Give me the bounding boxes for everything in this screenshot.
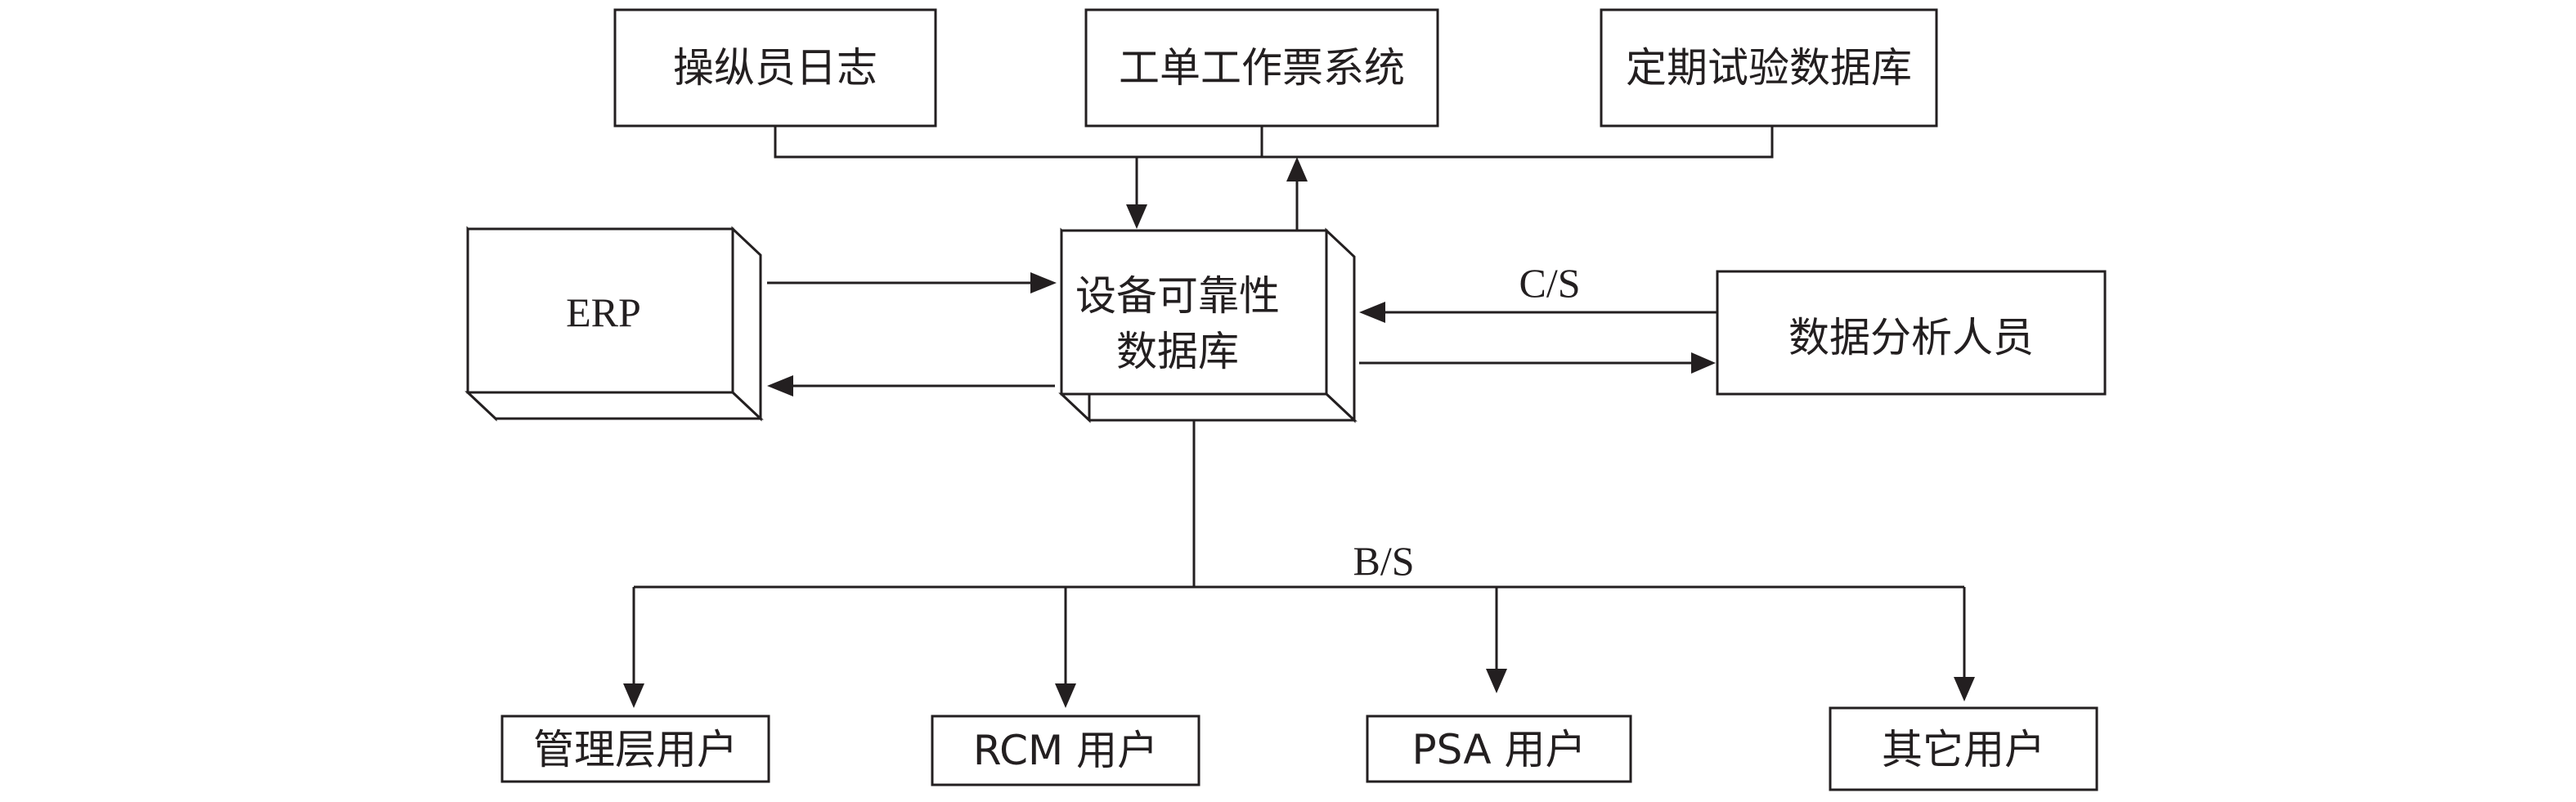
rcm-branch-arrowhead <box>1055 683 1076 708</box>
reliability-database-line1: 设备可靠性 <box>1075 272 1280 320</box>
psa-branch-arrowhead <box>1486 669 1507 693</box>
center-to-erp-arrowhead <box>767 375 793 397</box>
operator-log-label: 操纵员日志 <box>673 44 877 92</box>
periodic-test-label: 定期试验数据库 <box>1626 44 1912 92</box>
reliability-database-line2: 数据库 <box>1116 328 1239 375</box>
psa-user-box: PSA 用户 <box>1366 715 1632 783</box>
periodic-test-box: 定期试验数据库 <box>1600 8 1938 128</box>
work-order-box: 工单工作票系统 <box>1084 8 1439 128</box>
management-user-label: 管理层用户 <box>533 726 738 773</box>
other-user-label: 其它用户 <box>1882 726 2045 773</box>
rcm-user-box: RCM 用户 <box>931 715 1200 786</box>
operator-log-box: 操纵员日志 <box>613 8 937 128</box>
rcm-user-label: RCM 用户 <box>973 727 1158 774</box>
bs-label: B/S <box>1353 538 1414 584</box>
other-branch-arrowhead <box>1954 677 1975 701</box>
other-user-box: 其它用户 <box>1829 706 2098 791</box>
work-order-label: 工单工作票系统 <box>1119 44 1405 92</box>
erp-to-center-arrowhead <box>1030 272 1057 293</box>
reliability-database-box: 设备可靠性 数据库 <box>1058 227 1358 423</box>
psa-user-label: PSA 用户 <box>1412 726 1586 773</box>
management-branch-arrowhead <box>623 683 644 708</box>
analyst-to-center-arrowhead <box>1359 302 1385 323</box>
management-user-box: 管理层用户 <box>500 715 770 783</box>
top-bus-line <box>774 126 1774 159</box>
cs-label: C/S <box>1519 260 1580 306</box>
center-to-analyst-arrowhead <box>1691 352 1716 374</box>
erp-label: ERP <box>566 289 641 335</box>
bus-to-center-arrowhead <box>1126 204 1147 229</box>
erp-box: ERP <box>464 226 764 422</box>
center-to-bus-arrowhead <box>1286 157 1308 181</box>
data-analyst-label: 数据分析人员 <box>1788 314 2034 361</box>
data-analyst-box: 数据分析人员 <box>1716 270 2107 396</box>
